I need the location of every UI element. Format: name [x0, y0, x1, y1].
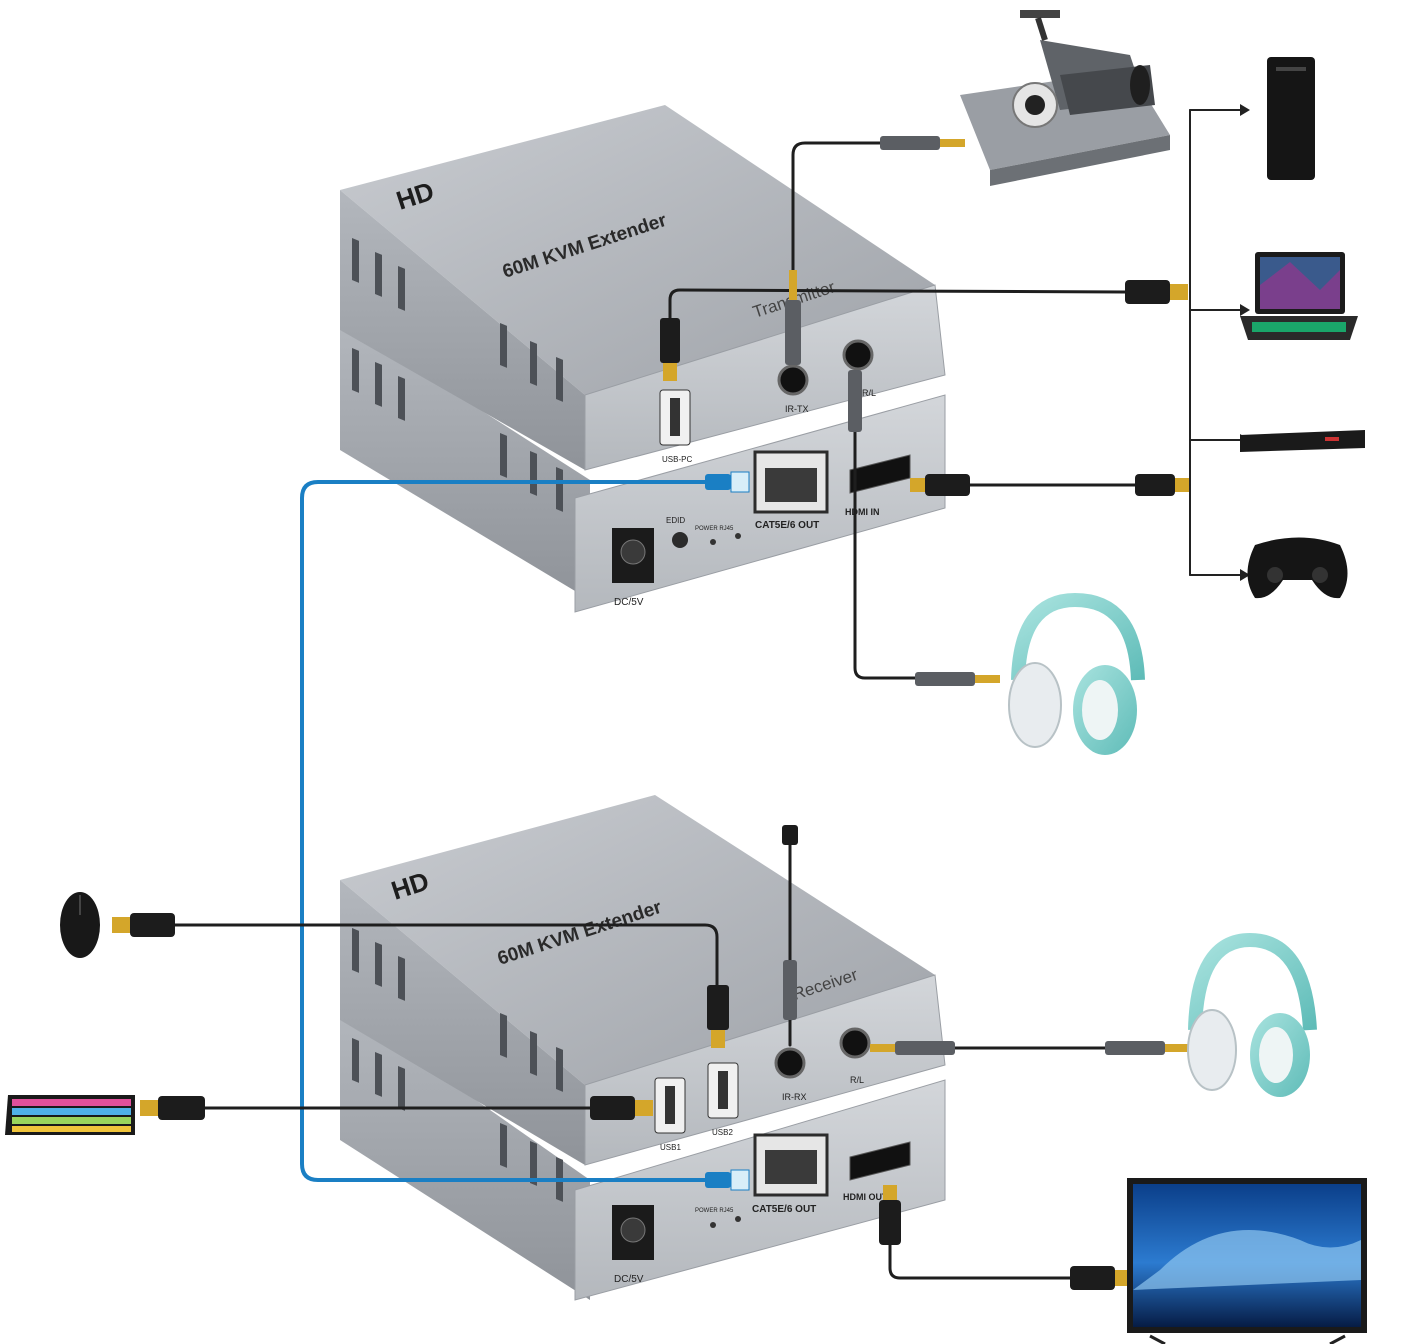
network-cable: [300, 480, 737, 1182]
receiver-vents: [352, 927, 563, 1202]
rj45-plug-receiver: [705, 1169, 750, 1191]
hdmi-plug-source: [1135, 474, 1189, 496]
transmitter-audio-jack: [842, 339, 874, 371]
receiver-dc-label: DC/5V: [614, 1274, 644, 1285]
ir-tx-jack: [777, 364, 809, 396]
rj45-led: [735, 533, 741, 539]
ir-tx-label: IR-TX: [785, 404, 809, 414]
receiver-lan-label: CAT5E/6 OUT: [752, 1204, 816, 1215]
audio-plug-receiver: [870, 1041, 955, 1055]
headphones-receiver-icon: [1187, 932, 1317, 1097]
transmitter-dc-label: DC/5V: [614, 597, 644, 608]
usb-plug-keyboard: [140, 1096, 205, 1120]
laptop-icon: [1240, 252, 1358, 340]
rj45-plug-transmitter: [705, 471, 750, 493]
audio-plug-ir-rx: [782, 825, 798, 1020]
receiver-power-led: [710, 1222, 716, 1228]
usb-plug-receiver-usb1: [590, 1096, 653, 1120]
transmitter-dc-jack-hole: [620, 539, 646, 565]
receiver-upper-side: [340, 880, 585, 1165]
hdmi-out-label: HDMI OUT: [843, 1192, 888, 1202]
receiver-dc-jack-hole: [620, 1217, 646, 1243]
audio-plug-headphones-top: [915, 672, 1000, 686]
transmitter-led-label: POWER RJ45: [695, 526, 734, 532]
receiver-audio-label: R/L: [850, 1075, 864, 1085]
usb1-label: USB1: [660, 1143, 681, 1152]
mouse-icon: [60, 892, 100, 958]
source-branches: [1189, 109, 1241, 576]
usb-pc-label: USB-PC: [662, 455, 692, 464]
receiver-audio-jack: [839, 1027, 871, 1059]
keyboard-icon: [5, 1095, 135, 1135]
edid-button: [672, 532, 688, 548]
hdmi-plug-transmitter: [910, 474, 970, 496]
transmitter-upper-side: [340, 190, 585, 470]
headphones-icon: [1008, 592, 1145, 755]
game-controller-icon: [1247, 537, 1348, 599]
edid-label: EDID: [666, 516, 685, 525]
usb-plug-transmitter: [660, 318, 680, 381]
ir-rx-label: IR-RX: [782, 1092, 807, 1102]
arrow-to-controller-icon: [1240, 569, 1250, 581]
audio-plug-ir-tx: [785, 270, 801, 365]
receiver-rj45-led: [735, 1216, 741, 1222]
desktop-pc-icon: [1267, 57, 1315, 180]
arrow-to-laptop-icon: [1240, 304, 1250, 316]
audio-plug-transmitter: [848, 370, 862, 432]
audio-plug-dvr: [880, 136, 965, 150]
ir-tx-cable: [791, 141, 887, 302]
hdmi-out-port: [849, 1141, 911, 1181]
usb2-label: USB2: [712, 1128, 733, 1137]
hdmi-plug-tv: [1070, 1266, 1129, 1290]
power-led: [710, 539, 716, 545]
connectors: [112, 136, 1190, 1290]
audio-plug-headphones-bottom: [1105, 1041, 1190, 1055]
dvd-player-icon: [1240, 430, 1365, 452]
transmitter-audio-cable: [853, 428, 917, 680]
usb-plug-pc: [1125, 280, 1188, 304]
cctv-dvr-icon: [960, 10, 1170, 186]
hdmi-plug-receiver: [879, 1185, 901, 1245]
ir-rx-jack: [774, 1047, 806, 1079]
hdmi-in-label: HDMI IN: [845, 507, 880, 517]
transmitter-lan-label: CAT5E/6 OUT: [755, 520, 819, 531]
arrow-heads: [1240, 104, 1250, 581]
usb2-port-inner: [718, 1071, 728, 1109]
usb-pc-cable: [668, 288, 1127, 322]
receiver-unit: HD 60M KVM Extender Receiver USB1 USB2 I…: [340, 795, 946, 1301]
usb-plug-receiver-usb2: [707, 985, 729, 1048]
transmitter-vents: [352, 238, 563, 512]
transmitter-audio-label: R/L: [862, 388, 876, 398]
receiver-rj45-inner: [765, 1150, 817, 1184]
tv-icon: [1127, 1178, 1367, 1344]
receiver-led-label: POWER RJ45: [695, 1208, 734, 1214]
usb-plug-mouse: [112, 913, 175, 937]
hdmi-out-cable: [888, 1243, 1072, 1280]
cables: [173, 109, 1241, 1280]
mouse-cable: [173, 923, 719, 987]
transmitter-rj45-inner: [765, 468, 817, 502]
arrow-to-pc-icon: [1240, 104, 1250, 116]
usb1-port-inner: [665, 1086, 675, 1124]
usb-pc-port-inner: [670, 398, 680, 436]
